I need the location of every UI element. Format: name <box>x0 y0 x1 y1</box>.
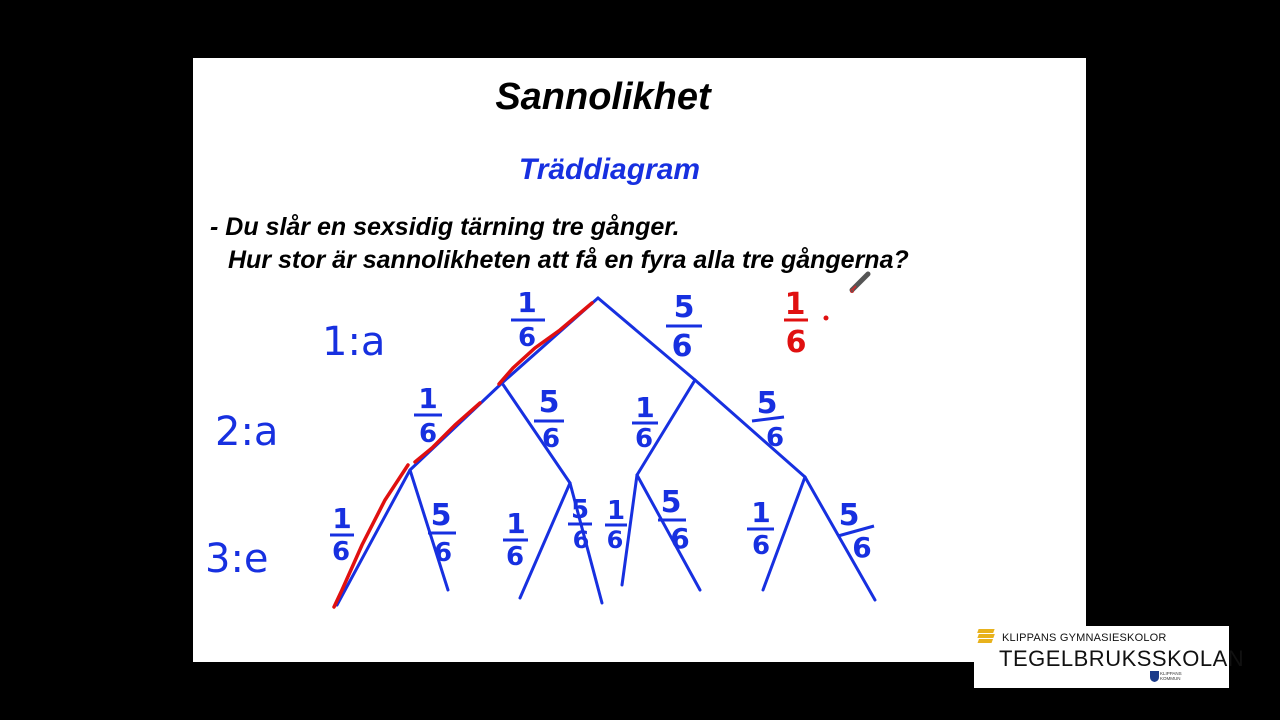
fraction-denominator: 6 <box>635 424 653 454</box>
logo-top-text: KLIPPANS GYMNASIESKOLOR <box>1002 632 1167 644</box>
fraction-l1-right: 5 6 <box>666 290 702 364</box>
branch-3-3 <box>518 481 572 600</box>
answer-dot <box>823 315 829 321</box>
fraction-bar <box>837 524 875 538</box>
fraction-numerator: 1 <box>751 496 770 529</box>
fraction-denominator: 6 <box>670 522 689 555</box>
fraction-l2-1: 1 6 <box>414 382 442 449</box>
fraction-l3-6: 5 6 <box>658 485 690 555</box>
school-logo: KLIPPANS GYMNASIESKOLOR TEGELBRUKSSKOLAN… <box>974 626 1244 688</box>
fraction-l3-5: 1 6 <box>605 496 627 554</box>
question-line-2: Hur stor är sannolikheten att få en fyra… <box>228 246 909 274</box>
fraction-l2-2: 5 6 <box>534 385 564 454</box>
branch-3-7 <box>761 475 807 592</box>
branch-3-5 <box>620 473 639 587</box>
branch-3-6 <box>635 473 702 592</box>
fraction-l3-1: 1 6 <box>330 502 354 567</box>
fraction-numerator: 5 <box>571 495 589 525</box>
level-label-1: 1:a <box>322 319 385 365</box>
branch-3-2 <box>408 468 450 592</box>
fraction-denominator: 6 <box>518 323 536 353</box>
level-label-2: 2:a <box>215 409 278 455</box>
fraction-numerator: 5 <box>539 385 560 420</box>
logo-kommun-text: KLIPPANS KOMMUN <box>1160 671 1182 681</box>
fraction-denominator: 6 <box>607 526 624 554</box>
branch-3-4 <box>568 481 604 605</box>
fraction-numerator: 5 <box>674 290 695 325</box>
question-line-1: - Du slår en sexsidig tärning tre gånger… <box>210 213 680 241</box>
highlight-segment-1 <box>497 301 594 386</box>
branch-3-1 <box>335 468 412 607</box>
branch-2-rr <box>693 378 807 479</box>
fraction-l2-3: 1 6 <box>632 391 658 454</box>
slide-subtitle: Träddiagram <box>518 153 701 186</box>
branch-2-rl <box>635 378 697 477</box>
fraction-denominator: 6 <box>506 542 524 572</box>
branch-3-8 <box>803 475 877 602</box>
answer-denominator: 6 <box>786 325 807 360</box>
fraction-l1-left: 1 6 <box>511 286 545 353</box>
branch-1-right <box>596 296 697 382</box>
highlight-segment-2 <box>413 401 482 464</box>
kommun-shield-icon <box>1150 671 1159 682</box>
fraction-numerator: 1 <box>517 286 536 319</box>
fraction-denominator: 6 <box>852 531 871 564</box>
logo-kommun-line1: KLIPPANS <box>1160 671 1182 676</box>
fraction-denominator: 6 <box>672 329 693 364</box>
fraction-denominator: 6 <box>419 419 437 449</box>
fraction-l3-7: 1 6 <box>747 496 774 561</box>
fraction-numerator: 1 <box>635 391 654 424</box>
fraction-l3-3: 1 6 <box>503 507 528 572</box>
slide-title: Sannolikhet <box>495 76 711 118</box>
fraction-denominator: 6 <box>752 531 770 561</box>
fraction-numerator: 5 <box>661 485 682 520</box>
pen-cursor-icon <box>849 271 871 293</box>
fraction-numerator: 5 <box>757 386 778 421</box>
fraction-l3-8: 5 6 <box>837 498 875 564</box>
level-label-3: 3:e <box>205 536 269 582</box>
slide-canvas: Sannolikhet Träddiagram - Du slår en sex… <box>193 58 1086 662</box>
fraction-denominator: 6 <box>332 537 350 567</box>
fraction-l3-2: 5 6 <box>428 498 456 568</box>
fraction-numerator: 1 <box>506 507 525 540</box>
fraction-denominator: 6 <box>573 526 590 554</box>
fraction-denominator: 6 <box>434 538 452 568</box>
logo-kommun-line2: KOMMUN <box>1160 676 1181 681</box>
logo-school-name: TEGELBRUKSSKOLAN <box>999 646 1245 671</box>
fraction-numerator: 5 <box>431 498 452 533</box>
fraction-denominator: 6 <box>766 423 784 453</box>
fraction-numerator: 1 <box>418 382 437 415</box>
fraction-numerator: 1 <box>332 502 351 535</box>
answer-numerator: 1 <box>785 287 806 322</box>
brick-logo-icon <box>977 629 995 643</box>
highlight-path <box>332 301 594 609</box>
fraction-numerator: 1 <box>607 496 625 526</box>
fraction-denominator: 6 <box>542 424 560 454</box>
fraction-l3-4: 5 6 <box>568 495 592 554</box>
fraction-l2-4: 5 6 <box>751 386 785 453</box>
fraction-numerator: 5 <box>839 498 860 533</box>
highlight-segment-3 <box>332 463 410 609</box>
answer-fraction: 1 6 <box>784 287 829 360</box>
branch-2-lr <box>500 381 572 485</box>
tree-branches <box>335 296 877 607</box>
fraction-bar <box>751 415 785 423</box>
